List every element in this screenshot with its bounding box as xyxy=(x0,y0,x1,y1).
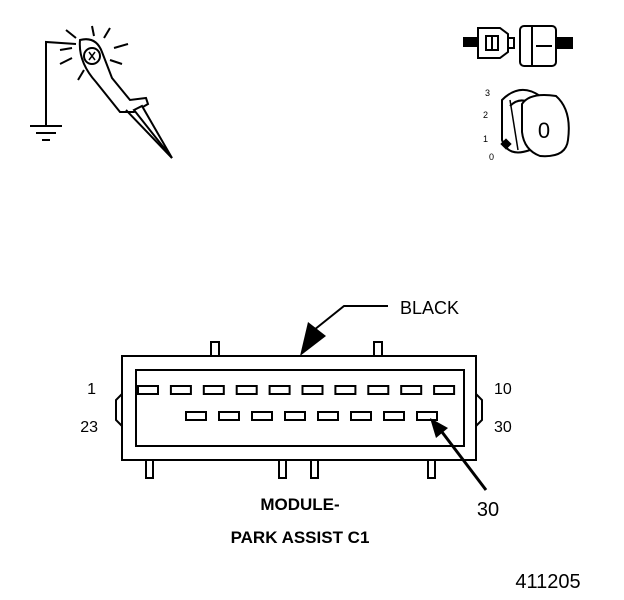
pin-cavity xyxy=(416,411,438,421)
pin-cavity xyxy=(169,385,192,395)
ignition-key-label: 0 xyxy=(538,118,550,143)
pin-30-callout: 30 xyxy=(430,418,499,521)
ignition-position-3: 3 xyxy=(485,88,490,98)
pin-cavity xyxy=(301,385,324,395)
pin-cavity xyxy=(400,385,423,395)
ignition-position-0: 0 xyxy=(489,152,494,162)
ignition-position-2: 2 xyxy=(483,110,488,120)
pin-label-10: 10 xyxy=(494,381,512,398)
pin-cavity xyxy=(235,385,258,395)
pin-cavity xyxy=(218,411,240,421)
pin-cavity xyxy=(383,411,405,421)
pin-30-callout-label: 30 xyxy=(477,499,499,521)
pin-cavity xyxy=(433,385,456,395)
pin-label-30: 30 xyxy=(494,419,512,436)
pin-cavity xyxy=(334,385,357,395)
pin-cavity xyxy=(268,385,291,395)
connector-disconnect-icon xyxy=(463,25,573,67)
pin-cavity xyxy=(367,385,390,395)
pin-cavity xyxy=(202,385,225,395)
figure-number: 411205 xyxy=(515,571,580,593)
pin-cavity xyxy=(137,385,159,395)
pin-30-arrowhead xyxy=(430,418,448,438)
connector-pin-row-2 xyxy=(185,411,438,421)
pin-cavity xyxy=(185,411,207,421)
connector-color-label: BLACK xyxy=(400,298,459,318)
color-callout-arrowhead xyxy=(300,322,326,356)
color-callout: BLACK xyxy=(300,298,459,356)
ignition-position-1: 1 xyxy=(483,134,488,144)
connector-c1-body xyxy=(115,341,483,479)
module-title-line2: PARK ASSIST C1 xyxy=(231,528,370,547)
connector-pin-row-1 xyxy=(137,385,456,395)
pin-cavity xyxy=(284,411,306,421)
test-light-probe-icon xyxy=(30,25,173,159)
pin-cavity xyxy=(251,411,273,421)
pin-label-23: 23 xyxy=(80,419,98,436)
pin-cavity xyxy=(350,411,372,421)
pin-label-1: 1 xyxy=(87,381,96,398)
module-title-line1: MODULE- xyxy=(260,495,339,514)
pin-cavity xyxy=(317,411,339,421)
ignition-key-off-icon: 0 3 2 1 0 xyxy=(483,88,570,162)
